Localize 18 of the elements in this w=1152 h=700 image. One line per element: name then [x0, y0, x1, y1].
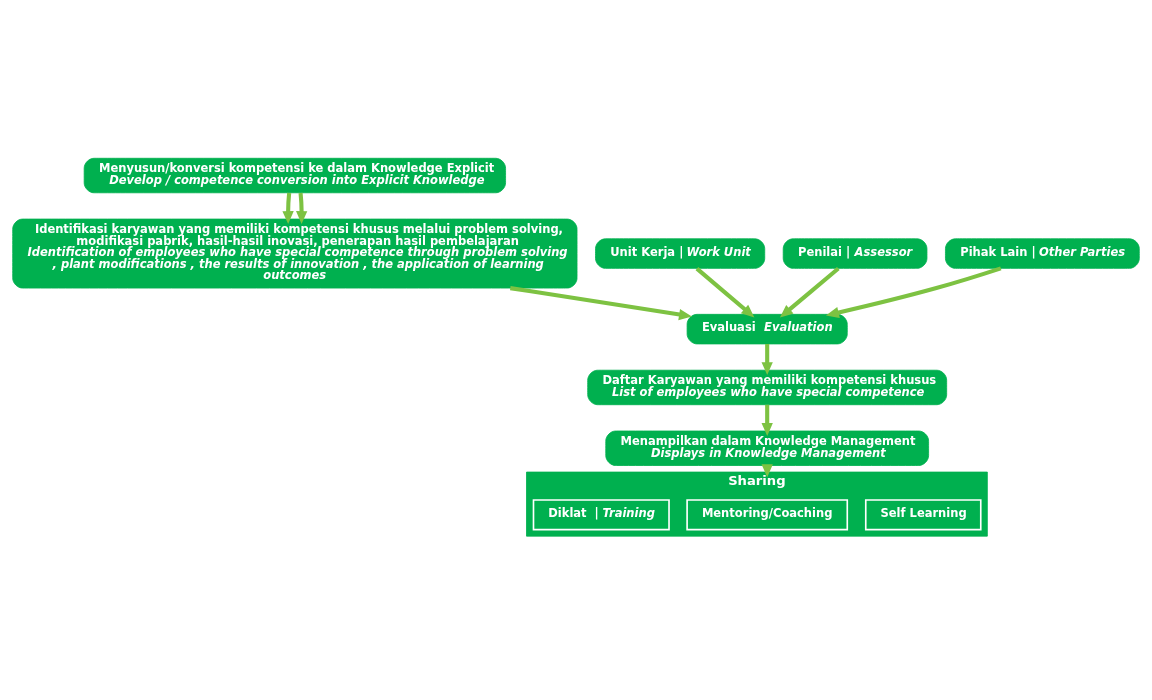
node-box: Evaluasi Evaluation: [686, 313, 848, 344]
node-box: Pihak Lain | Other Parties: [945, 237, 1140, 269]
arrow: [695, 266, 755, 317]
arrow: [825, 265, 1002, 318]
arrow: [509, 285, 692, 320]
node-box: Menyusun/konversi kompetensi ke dalam Knowledge Explicit Develop / competence conversion into Explicit Knowledge: [83, 157, 506, 193]
arrow: [761, 404, 773, 436]
node-box: Daftar Karyawan yang memiliki kompetensi khusus List of employees who have special competence: [587, 369, 948, 405]
arrow: [779, 266, 840, 318]
arrow: [282, 192, 294, 224]
node-box: Mentoring/Coaching: [686, 498, 849, 530]
arrow: [296, 192, 308, 224]
node-box: Unit Kerja | Work Unit: [595, 237, 766, 269]
node-box: Penilai | Assessor: [782, 237, 928, 269]
node-box: Diklat | Training: [532, 498, 670, 530]
node-box: Self Learning: [864, 498, 982, 530]
arrow: [761, 343, 773, 375]
node-box: Identifikasi karyawan yang memiliki kompetensi khusus melalui problem solving, modifikasi pabrik, hasil-hasil inovasi, penerapan hasil pembelajaran Identification of employees who have special competence through problem solving , plant modifications , the results of innovation , the application of learning outcomes: [12, 218, 578, 288]
